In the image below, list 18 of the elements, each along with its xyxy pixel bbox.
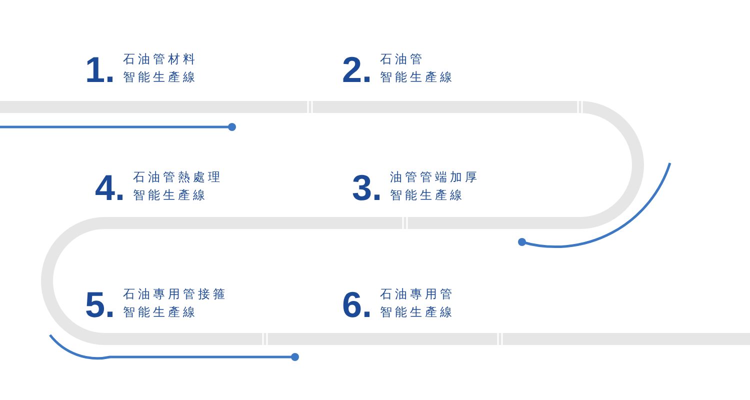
step-subtitle: 智能生產線 <box>123 305 198 320</box>
step-title: 石油管材料 <box>123 52 198 66</box>
step-title: 石油管 <box>380 52 425 66</box>
step-title: 石油專用管 <box>380 287 455 302</box>
step-subtitle: 智能生產線 <box>133 188 208 202</box>
step-number: 5. <box>85 287 116 323</box>
step-number: 3. <box>352 170 382 206</box>
step-subtitle: 智能生產線 <box>380 70 455 84</box>
step-number: 6. <box>342 287 372 323</box>
step-title: 石油管熱處理 <box>133 170 223 184</box>
step-subtitle: 智能生產線 <box>380 305 455 320</box>
step-subtitle: 智能生產線 <box>390 188 465 202</box>
step-number: 2. <box>342 52 372 88</box>
step-title: 石油專用管接箍 <box>123 287 228 302</box>
step-number: 4. <box>95 170 126 206</box>
step-title: 油管管端加厚 <box>390 170 480 184</box>
step-number: 1. <box>85 52 116 88</box>
step-subtitle: 智能生產線 <box>123 70 198 84</box>
